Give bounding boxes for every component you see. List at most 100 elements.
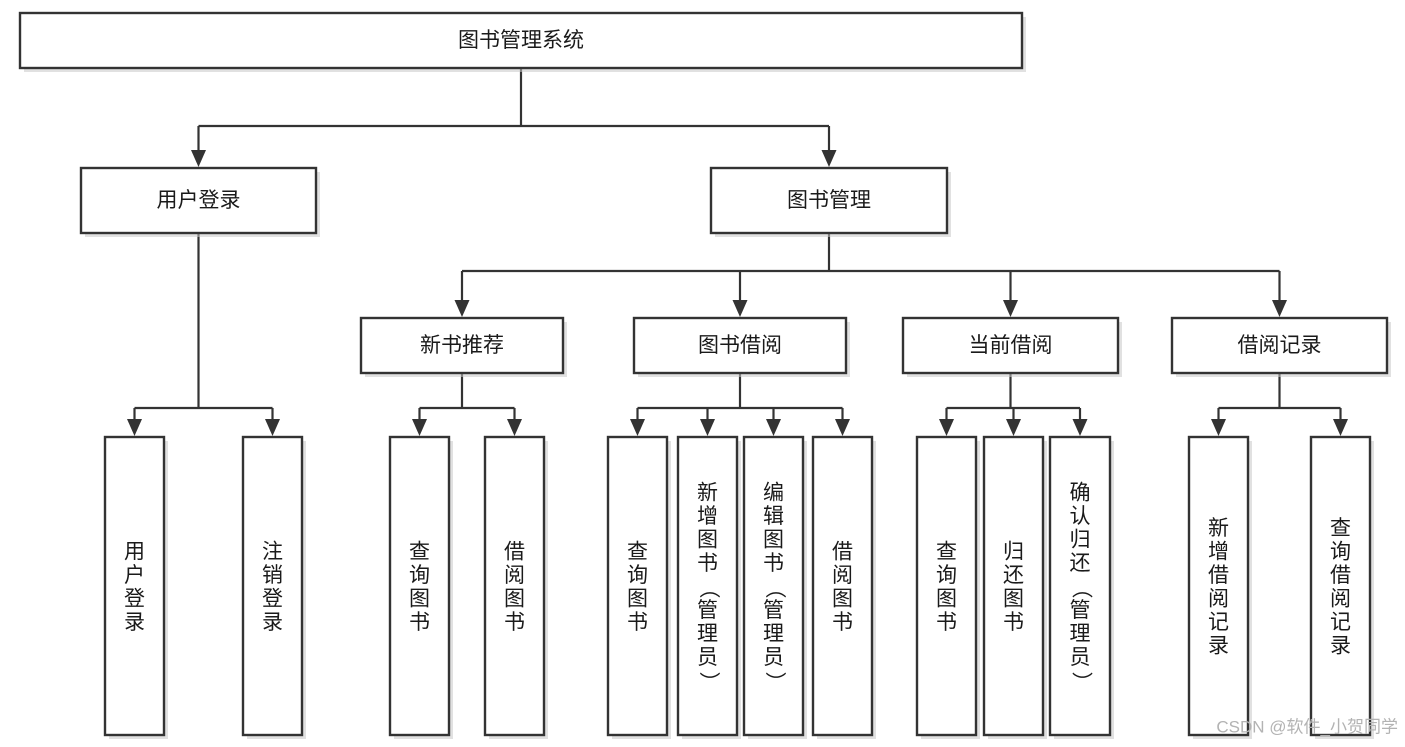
arrow-head-icon <box>1333 419 1348 436</box>
node-label-char: 登 <box>124 587 145 610</box>
arrow-head-icon <box>1072 419 1088 436</box>
node-label-char: 辑 <box>763 505 784 528</box>
connector-lines <box>127 68 1348 436</box>
node-label-char: 查 <box>1330 517 1351 540</box>
box-outline <box>1170 316 1389 375</box>
arrow-head-icon <box>630 419 645 436</box>
node-label-char: 借 <box>832 540 853 563</box>
node-level3-borrow-record[interactable]: 借阅记录 <box>1170 316 1391 377</box>
node-label-char: 书 <box>504 611 525 634</box>
node-label-char: 询 <box>1330 540 1351 563</box>
box-outline <box>676 435 739 737</box>
node-label-char: 新 <box>697 482 718 505</box>
node-label-char: 增 <box>1208 540 1229 563</box>
node-label-char: （ <box>1069 578 1092 599</box>
box-outline <box>901 316 1120 375</box>
node-label-char: 归 <box>1003 540 1024 563</box>
node-level2-book-manage[interactable]: 图书管理 <box>709 166 951 237</box>
arrow-head-icon <box>1211 419 1226 436</box>
node-label-char: 管 <box>1070 599 1091 622</box>
box-outline <box>742 435 805 737</box>
node-label-char: 记 <box>1330 611 1351 634</box>
node-label: 用户登录 <box>157 189 241 212</box>
arrow-head-icon <box>1003 300 1018 317</box>
node-root-root[interactable]: 图书管理系统 <box>18 11 1026 72</box>
node-label: 新书推荐 <box>420 334 504 357</box>
node-level3-current-borrow[interactable]: 当前借阅 <box>901 316 1122 377</box>
node-boxes: 图书管理系统用户登录图书管理新书推荐图书借阅当前借阅借阅记录用户登录注销登录查询… <box>18 11 1391 739</box>
box-outline <box>982 435 1045 737</box>
box-outline <box>241 435 304 737</box>
box-outline <box>483 435 546 737</box>
node-label-char: 归 <box>1070 529 1091 552</box>
arrow-head-icon <box>939 419 954 436</box>
arrow-head-icon <box>732 300 748 317</box>
box-outline <box>79 166 318 235</box>
node-label-char: 管 <box>763 599 784 622</box>
node-label-char: 书 <box>763 552 784 575</box>
arrow-head-icon <box>191 150 206 167</box>
node-label-char: 管 <box>697 599 718 622</box>
node-label-char: 书 <box>1003 611 1024 634</box>
box-outline <box>359 316 565 375</box>
arrow-head-icon <box>700 419 715 436</box>
node-label-char: （ <box>763 578 786 599</box>
box-outline <box>1187 435 1250 737</box>
node-label: 图书管理 <box>787 189 871 212</box>
node-label-char: 借 <box>504 540 525 563</box>
node-label-char: 还 <box>1003 564 1024 587</box>
arrow-head-icon <box>412 419 427 436</box>
node-label-char: 询 <box>627 564 648 587</box>
node-label-char: 书 <box>627 611 648 634</box>
arrow-head-icon <box>265 419 280 436</box>
arrow-head-icon <box>1272 300 1287 317</box>
node-label-char: 员 <box>1070 646 1091 669</box>
node-leaf-leaf-user-login[interactable]: 用户登录 <box>103 435 168 739</box>
arrow-head-icon <box>454 300 470 317</box>
node-label-char: 图 <box>763 529 784 552</box>
arrow-head-icon <box>821 150 837 167</box>
node-level2-user-login[interactable]: 用户登录 <box>79 166 320 237</box>
node-label-char: 用 <box>124 540 145 563</box>
node-label-char: 销 <box>262 564 283 587</box>
arrow-head-icon <box>835 419 850 436</box>
node-label-char: ） <box>763 672 786 693</box>
node-level3-new-book-rec[interactable]: 新书推荐 <box>359 316 567 377</box>
box-outline <box>632 316 848 375</box>
arrow-head-icon <box>1006 419 1021 436</box>
box-outline <box>709 166 949 235</box>
csdn-watermark: CSDN @软件_小贺同学 <box>1216 717 1398 736</box>
node-label-char: 书 <box>936 611 957 634</box>
node-label-char: 编 <box>763 482 784 505</box>
node-label: 图书借阅 <box>698 334 782 357</box>
node-label: 当前借阅 <box>969 334 1053 357</box>
node-label-char: 增 <box>697 505 718 528</box>
node-label-char: 员 <box>697 646 718 669</box>
node-label-char: 阅 <box>504 564 525 587</box>
node-label-char: 询 <box>936 564 957 587</box>
box-outline <box>606 435 669 737</box>
node-label-char: 借 <box>1330 564 1351 587</box>
box-outline <box>103 435 166 737</box>
node-label-char: ） <box>1069 672 1092 693</box>
box-outline <box>18 11 1024 70</box>
box-outline <box>811 435 874 737</box>
node-level3-book-borrow[interactable]: 图书借阅 <box>632 316 850 377</box>
box-outline <box>915 435 978 737</box>
node-label-char: 查 <box>409 540 430 563</box>
node-label-char: 录 <box>1208 634 1229 657</box>
node-label-char: 理 <box>697 623 718 646</box>
node-label-char: 录 <box>1330 634 1351 657</box>
